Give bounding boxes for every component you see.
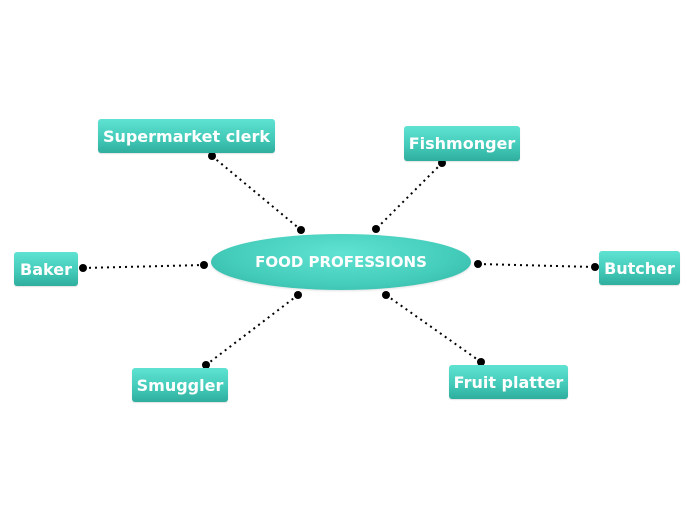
connector-endpoint (208, 152, 216, 160)
branch-node-fishmonger[interactable]: Fishmonger (404, 126, 520, 161)
connector-fishmonger (372, 159, 446, 233)
branch-node-fruit-platter[interactable]: Fruit platter (449, 365, 568, 399)
connector-fruit-platter (382, 291, 485, 366)
branch-label: Fishmonger (408, 134, 516, 153)
branch-label: Smuggler (136, 375, 224, 395)
branch-label: Baker (20, 259, 72, 279)
connector-butcher (474, 260, 599, 271)
connector-endpoint (474, 260, 482, 268)
branch-label: Supermarket clerk (102, 126, 271, 146)
connector-endpoint (297, 226, 305, 234)
connector-endpoint (438, 159, 446, 167)
branch-label: Fruit platter (453, 372, 564, 392)
branch-node-supermarket-clerk[interactable]: Supermarket clerk (98, 119, 275, 153)
connector-endpoint (382, 291, 390, 299)
branch-node-baker[interactable]: Baker (14, 252, 78, 286)
connector-endpoint (79, 264, 87, 272)
connector-endpoint (477, 358, 485, 366)
connector-endpoint (202, 361, 210, 369)
central-topic-node[interactable]: FOOD PROFESSIONS (211, 234, 471, 290)
branch-node-butcher[interactable]: Butcher (599, 251, 680, 285)
connector-endpoint (200, 261, 208, 269)
connector-baker (79, 261, 208, 272)
connector-smuggler (202, 291, 302, 369)
connector-endpoint (591, 263, 599, 271)
connector-endpoint (372, 225, 380, 233)
branch-node-smuggler[interactable]: Smuggler (132, 368, 228, 402)
connector-supermarket-clerk (208, 152, 305, 234)
branch-label: Butcher (604, 258, 675, 278)
connector-endpoint (294, 291, 302, 299)
central-topic-label: FOOD PROFESSIONS (255, 253, 427, 271)
